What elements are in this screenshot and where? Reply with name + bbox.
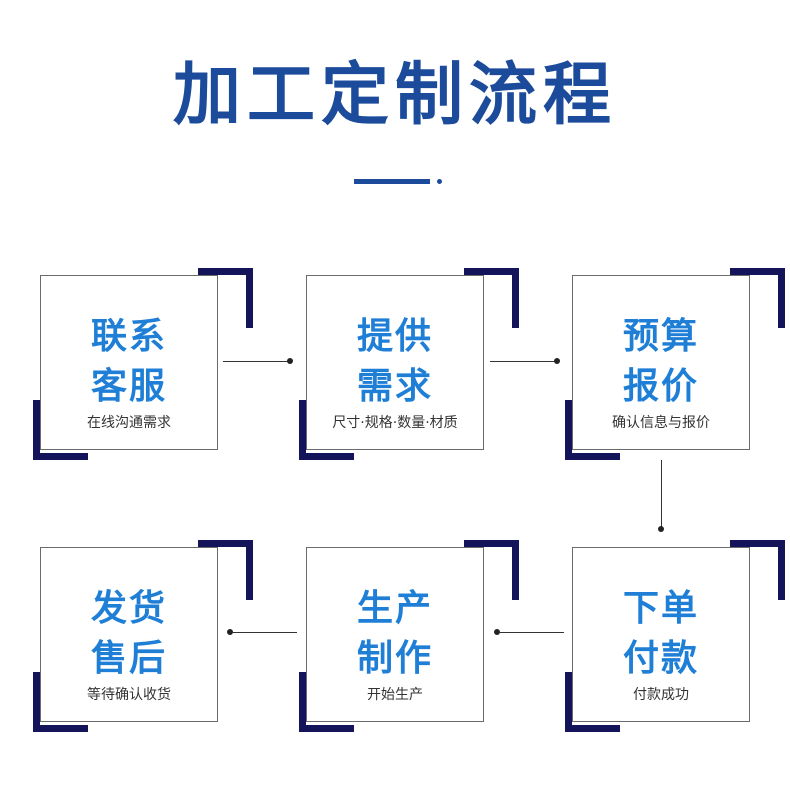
step-provide-requirements: 提供需求 尺寸·规格·数量·材质 (299, 268, 519, 460)
connector-dot (494, 629, 500, 635)
step-order-payment: 下单付款 付款成功 (565, 540, 785, 732)
connector-line (490, 361, 556, 362)
corner-decoration (565, 672, 620, 732)
step-title: 提供需求 (356, 316, 433, 407)
step-contact-service: 联系客服 在线沟通需求 (33, 268, 253, 460)
connector-line (661, 460, 662, 528)
corner-decoration (730, 268, 785, 328)
step-title: 生产制作 (356, 588, 433, 679)
step-subtitle: 确认信息与报价 (612, 415, 710, 431)
connector-dot (658, 526, 664, 532)
step-box: 预算报价 确认信息与报价 (572, 275, 750, 450)
step-subtitle: 付款成功 (633, 687, 689, 703)
step-production: 生产制作 开始生产 (299, 540, 519, 732)
step-box: 下单付款 付款成功 (572, 547, 750, 722)
connector-line (233, 632, 297, 633)
page-title: 加工定制流程 (172, 56, 617, 135)
connector-dot (227, 629, 233, 635)
corner-decoration (464, 268, 519, 328)
step-subtitle: 尺寸·规格·数量·材质 (332, 415, 458, 431)
step-subtitle: 开始生产 (367, 687, 423, 703)
connector-line (500, 632, 564, 633)
step-subtitle: 等待确认收货 (87, 687, 171, 703)
title-underline (354, 179, 430, 184)
corner-decoration (299, 672, 354, 732)
step-title: 预算报价 (622, 316, 699, 407)
corner-decoration (464, 540, 519, 600)
step-box: 联系客服 在线沟通需求 (40, 275, 218, 450)
corner-decoration (198, 540, 253, 600)
title-underline-dot (437, 179, 442, 184)
corner-decoration (299, 400, 354, 460)
step-shipping-aftersales: 发货售后 等待确认收货 (33, 540, 253, 732)
step-title: 下单付款 (622, 588, 699, 679)
connector-line (223, 361, 289, 362)
corner-decoration (33, 400, 88, 460)
step-box: 提供需求 尺寸·规格·数量·材质 (306, 275, 484, 450)
connector-dot (287, 358, 293, 364)
step-subtitle: 在线沟通需求 (87, 415, 171, 431)
connector-dot (554, 358, 560, 364)
step-box: 生产制作 开始生产 (306, 547, 484, 722)
step-title: 联系客服 (90, 316, 167, 407)
corner-decoration (198, 268, 253, 328)
corner-decoration (33, 672, 88, 732)
step-title: 发货售后 (90, 588, 167, 679)
corner-decoration (730, 540, 785, 600)
step-budget-quote: 预算报价 确认信息与报价 (565, 268, 785, 460)
corner-decoration (565, 400, 620, 460)
step-box: 发货售后 等待确认收货 (40, 547, 218, 722)
